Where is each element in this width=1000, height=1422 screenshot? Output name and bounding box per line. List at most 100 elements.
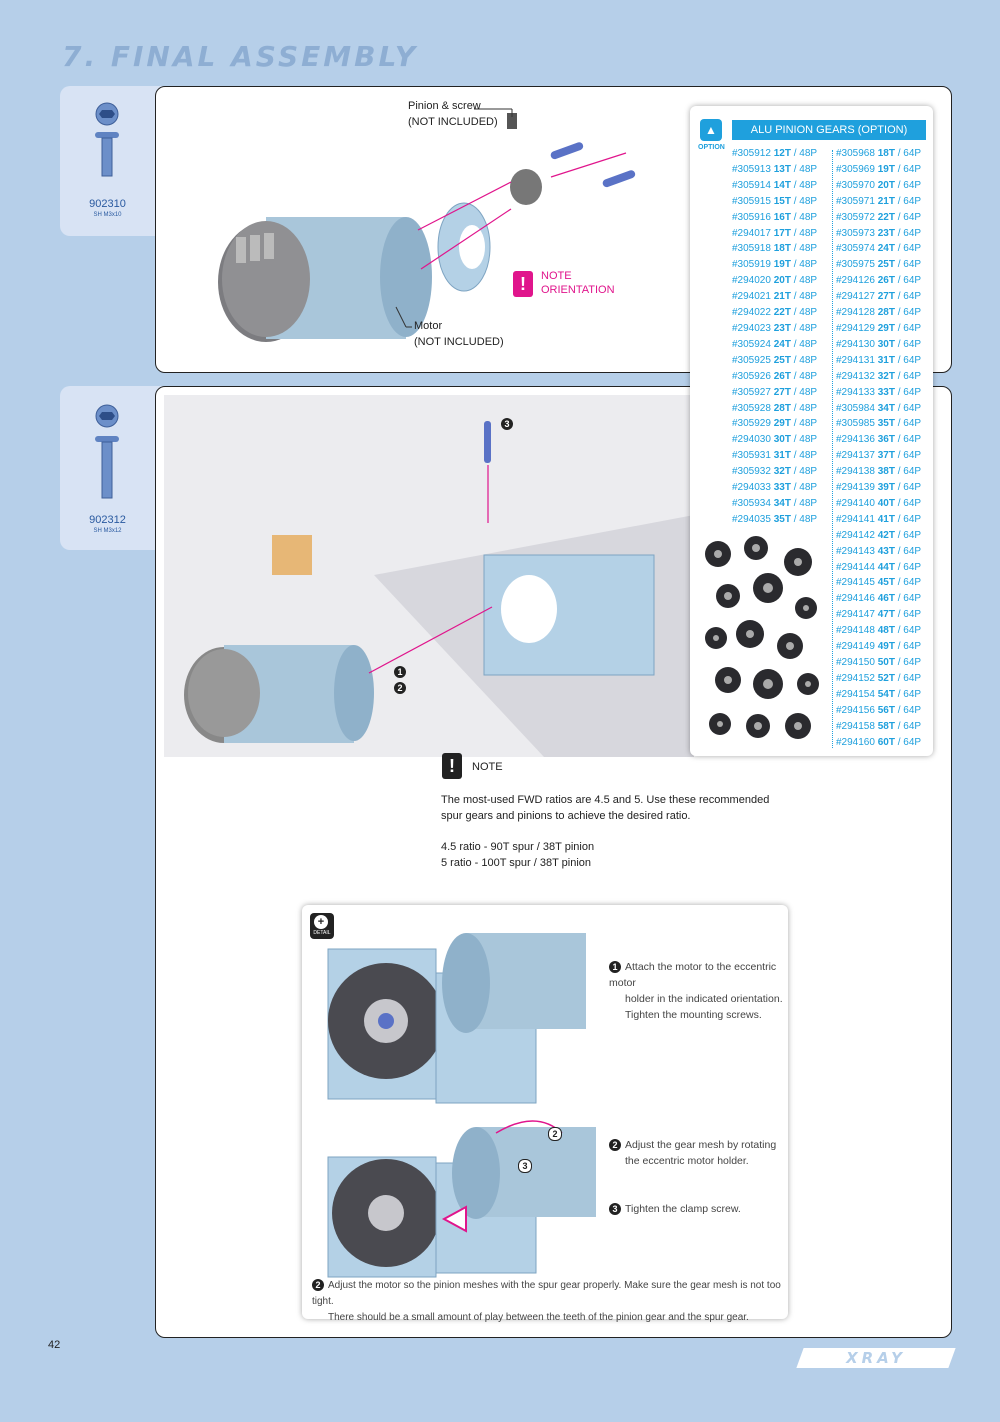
gear-row: #294022 22T / 48P [732,307,818,319]
detail-illustration [327,933,596,1278]
pinion-gears-photo [705,536,819,739]
gear-row: #305973 23T / 64P [836,227,922,239]
note-label: NOTE [541,270,572,282]
gear-row: #305984 34T / 64P [836,402,922,414]
gear-row: #294144 44T / 64P [836,561,922,573]
screw-icon [95,404,119,499]
note-label: NOTE [472,761,503,773]
step-marker-2: 2 [394,679,410,697]
gear-row: #294160 60T / 64P [836,736,922,748]
gear-row: #294030 30T / 48P [732,434,818,446]
gear-row: #294131 31T / 64P [836,354,922,366]
gear-row: #305934 34T / 48P [732,497,818,509]
orientation-label: ORIENTATION [541,284,615,296]
gear-row: #294149 49T / 64P [836,641,922,653]
gear-row: #294150 50T / 64P [836,657,922,668]
gear-row: #305970 20T / 64P [836,179,922,191]
step-marker-1: 1 [394,663,410,681]
gear-row: #294035 35T / 48P [732,513,818,525]
gear-row: #294033 33T / 48P [732,482,818,494]
gear-row: #305916 16T / 48P [732,211,818,223]
xray-logo: XRAY [796,1348,956,1368]
gear-row: #305918 18T / 48P [732,243,818,255]
gear-row: #305969 19T / 64P [836,163,922,175]
thumbs-up-icon: ▲ [700,119,722,141]
gear-row: #294158 58T / 64P [836,720,922,732]
gear-row: #305931 31T / 48P [732,450,818,462]
gear-row: #294132 32T / 64P [836,370,922,382]
gear-row: #294154 54T / 64P [836,688,922,700]
gear-row: #305927 27T / 48P [732,386,818,398]
gear-list-header: ALU PINION GEARS (OPTION) [732,120,926,140]
gear-row: #305913 13T / 48P [732,163,818,175]
step-marker-3: 3 [501,415,517,433]
gear-row: #294137 37T / 64P [836,450,922,462]
detail-marker-3: 3 [518,1157,536,1175]
gear-row: #294021 21T / 48P [732,291,818,303]
gear-row: #294146 46T / 64P [836,593,922,605]
gear-row: #305914 14T / 48P [732,179,818,191]
gear-row: #305928 28T / 48P [732,402,818,414]
warning-icon: ! [442,753,462,779]
orientation-note: ! NOTE ORIENTATION [513,270,615,297]
gear-row: #305925 25T / 48P [732,354,818,366]
gear-row: #305972 22T / 64P [836,211,922,223]
gear-row: #294147 47T / 64P [836,609,922,621]
gear-row: #305985 35T / 64P [836,418,922,430]
page-number: 42 [48,1339,61,1351]
pinion-label: Pinion & screw [408,100,481,112]
gear-row: #305919 19T / 48P [732,259,818,271]
gear-row: #294148 48T / 64P [836,625,922,637]
gear-row: #305971 21T / 64P [836,195,922,207]
gear-row: #305974 24T / 64P [836,243,922,255]
gear-column-64p: #305968 18T / 64P#305969 19T / 64P#30597… [836,146,921,750]
gear-row: #294126 26T / 64P [836,275,922,287]
gear-row: #294133 33T / 64P [836,386,922,398]
motor-note: (NOT INCLUDED) [414,336,504,348]
chassis-illustration [164,395,694,757]
gear-row: #294020 20T / 48P [732,275,818,287]
gear-row: #294152 52T / 64P [836,672,922,684]
ratio-1: 4.5 ratio - 90T spur / 38T pinion [441,841,595,853]
pinion-gear-list: ▲ OPTION ALU PINION GEARS (OPTION) #3059… [690,106,933,756]
gear-row: #294136 36T / 64P [836,434,922,446]
part-desc: SH M3x10 [93,212,122,218]
part-desc: SH M3x12 [93,528,122,534]
part-number: 902312 [89,514,126,526]
gear-row: #294023 23T / 48P [732,322,818,334]
gear-row: #294141 41T / 64P [836,513,922,525]
detail-marker-2: 2 [548,1125,566,1143]
gear-row: #294138 38T / 64P [836,466,922,478]
part-number: 902310 [89,198,126,210]
screw-icon [95,102,119,177]
gear-row: #294127 27T / 64P [836,291,922,303]
detail-label: DETAIL [313,930,331,936]
gear-row: #294130 30T / 64P [836,338,922,350]
gear-row: #294017 17T / 48P [732,227,818,239]
gear-row: #305924 24T / 48P [732,338,818,350]
gear-row: #294128 28T / 64P [836,307,922,319]
gear-column-48p: #305912 12T / 48P#305913 13T / 48P#30591… [732,146,817,528]
gear-row: #294139 39T / 64P [836,482,922,494]
gear-row: #305929 29T / 48P [732,418,818,430]
gear-row: #294142 42T / 64P [836,529,922,541]
gear-row: #294143 43T / 64P [836,545,922,557]
magnifier-icon: + [314,915,328,929]
gear-row: #305975 25T / 64P [836,259,922,271]
motor-assembly-illustration [218,108,636,342]
warning-icon: ! [513,271,533,297]
column-divider [832,150,833,748]
ratio-note: ! NOTE [442,753,503,779]
gear-row: #294129 29T / 64P [836,322,922,334]
gear-row: #305932 32T / 48P [732,466,818,478]
gear-row: #305915 15T / 48P [732,195,818,207]
option-label: OPTION [698,144,725,151]
gear-row: #294140 40T / 64P [836,497,922,509]
gear-row: #305926 26T / 48P [732,370,818,382]
ratio-2: 5 ratio - 100T spur / 38T pinion [441,857,592,869]
detail-badge: + DETAIL [310,913,334,939]
